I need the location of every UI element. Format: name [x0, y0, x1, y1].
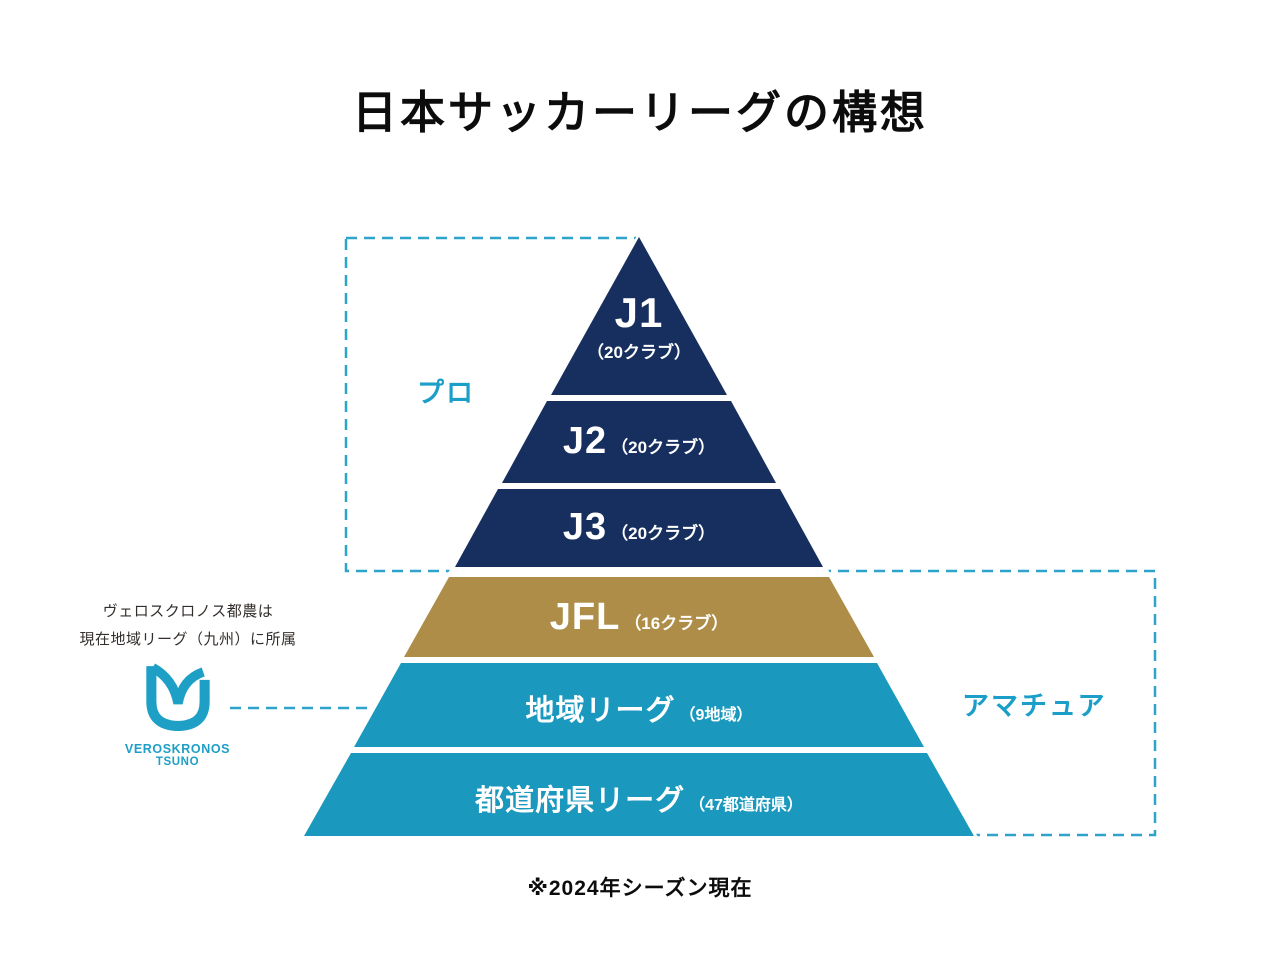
club-logo-name-line2: TSUNO [155, 756, 200, 768]
club-logo-block: VEROSKRONOS TSUNO [125, 661, 230, 769]
level-jfl-label: JFL （16クラブ） [339, 596, 939, 639]
level-j2-label: J2 （20クラブ） [339, 420, 939, 463]
level-j1-label: J1 （20クラブ） [489, 289, 789, 363]
level-jfl-name: JFL [549, 596, 621, 638]
level-prefectural-name: 都道府県リーグ [475, 785, 686, 817]
club-annotation-line2: 現在地域リーグ（九州）に所属 [79, 630, 297, 648]
level-j3-detail: （20クラブ） [611, 524, 716, 543]
level-j3-shape [455, 489, 823, 567]
page-title: 日本サッカーリーグの構想 [351, 87, 928, 138]
veroskronos-tsuno-logo-icon [145, 663, 210, 731]
level-j2-shape [502, 401, 776, 483]
club-annotation-line1: ヴェロスクロノス都農は [102, 603, 274, 620]
level-regional-detail: （9地域） [679, 707, 753, 724]
level-regional-shape [354, 663, 924, 747]
level-j3-name: J3 [562, 506, 608, 548]
club-logo-name-line1: VEROSKRONOS [124, 742, 231, 756]
level-j2-name: J2 [562, 420, 608, 462]
level-regional-label: 地域リーグ （9地域） [339, 687, 939, 729]
level-jfl-detail: （16クラブ） [624, 614, 729, 633]
level-j1-shape [551, 237, 727, 395]
level-jfl-shape [404, 577, 874, 657]
level-j2-detail: （20クラブ） [611, 438, 716, 457]
footnote: ※2024年シーズン現在 [527, 877, 753, 900]
club-annotation: ヴェロスクロノス都農は 現在地域リーグ（九州）に所属 [48, 598, 328, 654]
level-j3-label: J3 （20クラブ） [339, 506, 939, 549]
level-j1-detail: （20クラブ） [587, 343, 691, 362]
level-regional-name: 地域リーグ [525, 695, 676, 727]
level-prefectural-detail: （47都道府県） [689, 797, 803, 814]
amateur-group-label: アマチュア [962, 691, 1107, 721]
level-j1-name: J1 [614, 289, 664, 336]
level-prefectural-shape [304, 753, 974, 836]
level-prefectural-label: 都道府県リーグ （47都道府県） [339, 777, 939, 819]
pro-group-label: プロ [417, 378, 475, 408]
